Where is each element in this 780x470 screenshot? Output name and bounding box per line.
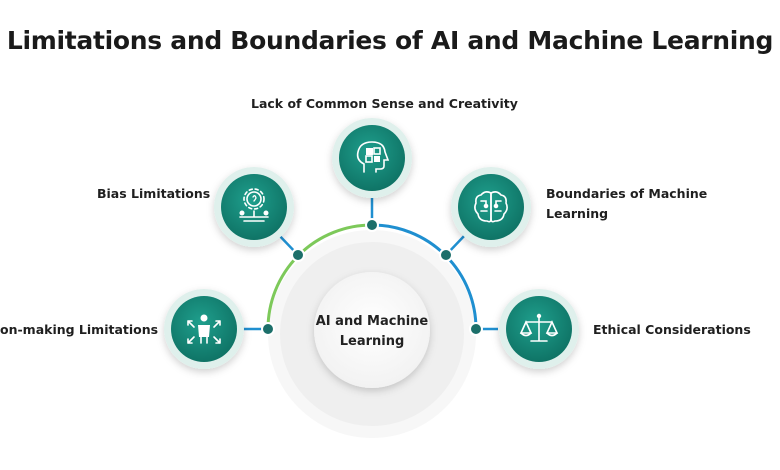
label-common-sense: Lack of Common Sense and Creativity [251, 96, 518, 111]
node-ethical [499, 289, 579, 369]
page-title: Limitations and Boundaries of AI and Mac… [6, 26, 774, 55]
dot-upper-right [439, 248, 453, 262]
label-boundaries: Boundaries of Machine Learning [546, 184, 707, 224]
node-boundaries [451, 167, 531, 247]
dot-right [469, 322, 483, 336]
decision-person-icon [187, 314, 221, 344]
dot-left [261, 322, 275, 336]
dot-top [365, 218, 379, 232]
label-decision-making: on-making Limitations [0, 322, 159, 337]
scales-icon [519, 313, 559, 342]
node-common-sense [332, 118, 412, 198]
label-bias: Bias Limitations [97, 186, 211, 201]
label-ethical: Ethical Considerations [593, 322, 751, 337]
head-puzzle-icon [356, 141, 390, 173]
dot-upper-left [291, 248, 305, 262]
center-label-line2: Learning [339, 334, 405, 349]
node-bias [214, 167, 294, 247]
node-decision-making [164, 289, 244, 369]
label-boundaries-line2: Learning [546, 206, 609, 221]
center-label: AI and Machine Learning [310, 312, 434, 352]
connector-dots [261, 218, 483, 336]
center-label-line1: AI and Machine [315, 314, 429, 329]
center-disc [314, 272, 430, 388]
balance-gear-icon [239, 188, 269, 222]
brain-circuit-icon [474, 191, 508, 223]
label-boundaries-line1: Boundaries of Machine [546, 186, 708, 201]
